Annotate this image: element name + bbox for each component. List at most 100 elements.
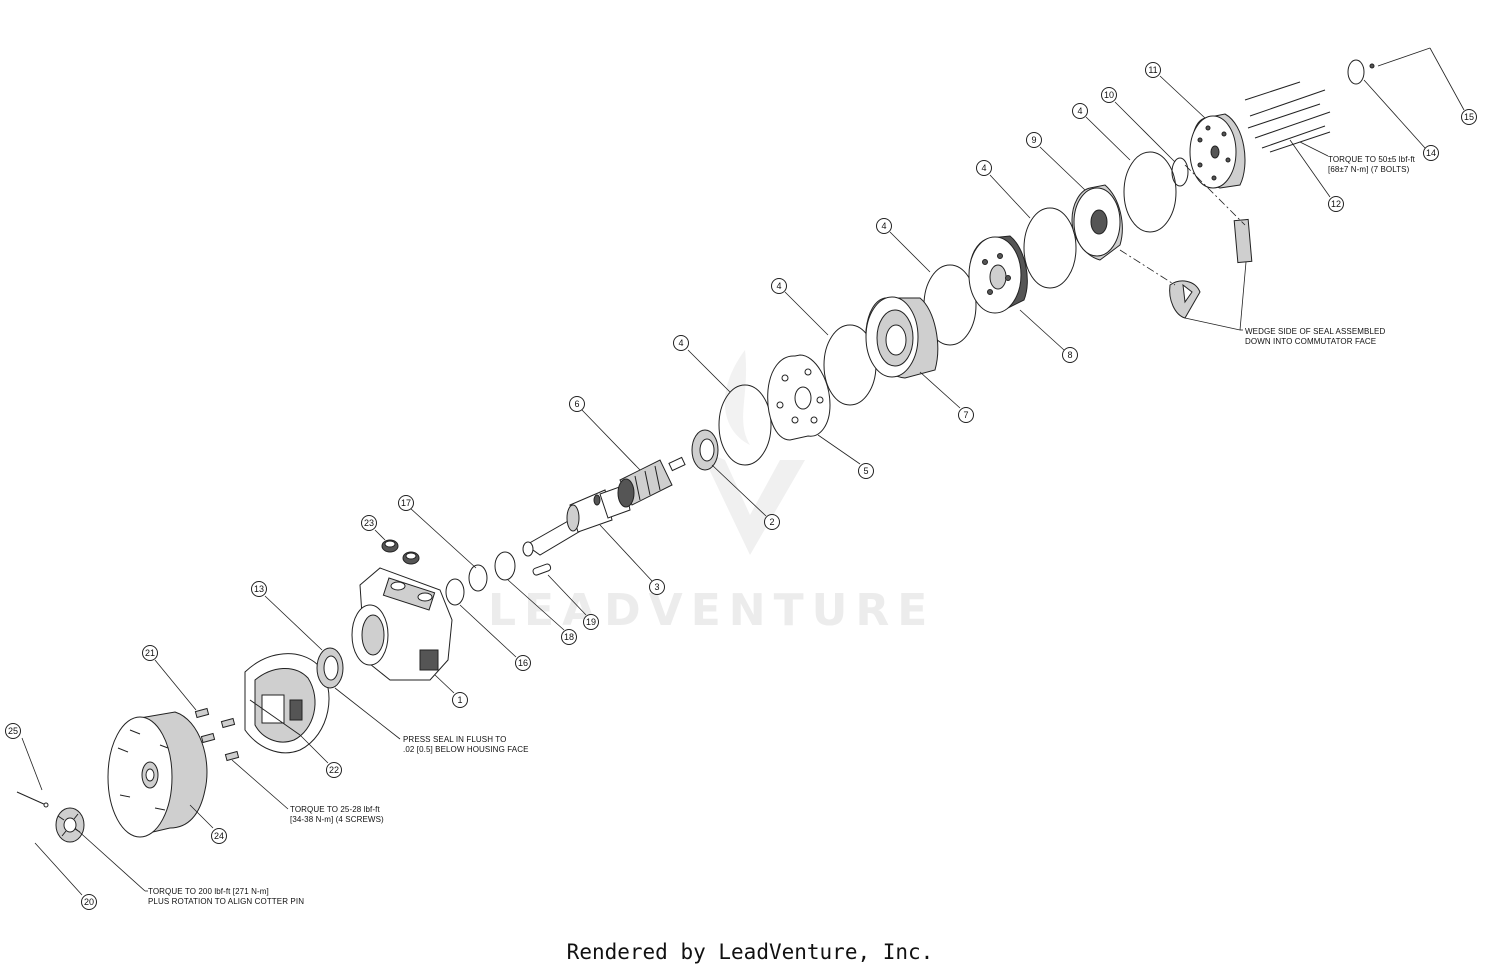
callout-11: 11	[1145, 62, 1161, 78]
callout-17: 17	[398, 495, 414, 511]
part-thrust-bearing	[691, 429, 719, 471]
callout-23: 23	[361, 515, 377, 531]
watermark-flame	[724, 350, 750, 445]
callout-3: 3	[649, 579, 665, 595]
part-wear-plate	[767, 354, 831, 441]
part-shaft-seal	[316, 647, 344, 689]
callout-21: 21	[142, 645, 158, 661]
part-bolts	[1244, 81, 1331, 153]
callout-22: 22	[326, 762, 342, 778]
note-wedge-1: WEDGE SIDE OF SEAL ASSEMBLED	[1245, 327, 1385, 336]
callout-15: 15	[1461, 109, 1477, 125]
svg-text:11: 11	[1148, 65, 1157, 75]
note-bolt-torque-2: [68±7 N-m] (7 BOLTS)	[1328, 165, 1410, 174]
svg-text:10: 10	[1104, 90, 1114, 100]
note-wedge-2: DOWN INTO COMMUTATOR FACE	[1245, 337, 1376, 346]
callout-12: 12	[1328, 196, 1344, 212]
callout-4c: 4	[876, 218, 892, 234]
svg-text:18: 18	[564, 632, 574, 642]
svg-text:20: 20	[84, 897, 94, 907]
watermark-text: LEADVENTURE	[488, 585, 935, 636]
part-screws	[194, 707, 240, 762]
callout-4d: 4	[976, 160, 992, 176]
callout-2: 2	[764, 514, 780, 530]
svg-text:4: 4	[1077, 106, 1082, 116]
svg-text:25: 25	[8, 726, 18, 736]
seal-alignment-line	[1184, 164, 1246, 226]
svg-text:17: 17	[401, 498, 411, 508]
svg-text:4: 4	[678, 338, 683, 348]
note-screw-torque-2: [34-38 N-m] (4 SCREWS)	[290, 815, 384, 824]
part-brake-housing	[244, 653, 330, 754]
svg-text:5: 5	[863, 466, 868, 476]
callout-6: 6	[569, 396, 585, 412]
svg-text:6: 6	[574, 399, 579, 409]
note-seal-2: .02 [0.5] BELOW HOUSING FACE	[403, 745, 529, 754]
svg-text:24: 24	[214, 831, 224, 841]
callout-4e: 4	[1072, 103, 1088, 119]
svg-text:9: 9	[1031, 135, 1036, 145]
svg-text:14: 14	[1426, 148, 1436, 158]
callout-4a: 4	[673, 335, 689, 351]
note-seal-1: PRESS SEAL IN FLUSH TO	[403, 735, 506, 744]
callout-4b: 4	[771, 278, 787, 294]
part-end-cap	[1189, 113, 1246, 189]
footer-credit: Rendered by LeadVenture, Inc.	[566, 940, 934, 964]
callout-16: 16	[515, 655, 531, 671]
callout-7: 7	[958, 407, 974, 423]
note-nut-torque-1: TORQUE TO 200 lbf-ft [271 N-m]	[148, 887, 269, 896]
watermark-logo	[700, 450, 805, 555]
svg-text:4: 4	[981, 163, 986, 173]
callout-18: 18	[561, 629, 577, 645]
callout-5: 5	[858, 463, 874, 479]
assembly-notes: TORQUE TO 50±5 lbf-ft [68±7 N-m] (7 BOLT…	[148, 155, 1416, 906]
svg-text:19: 19	[586, 617, 596, 627]
part-commutator	[1071, 184, 1123, 261]
svg-text:12: 12	[1331, 199, 1341, 209]
note-bolt-torque-1: TORQUE TO 50±5 lbf-ft	[1328, 155, 1416, 164]
leader-lines	[21, 47, 1465, 896]
part-commutator-seal-detail	[1169, 218, 1253, 319]
svg-text:2: 2	[769, 517, 774, 527]
part-manifold	[968, 235, 1028, 314]
callout-1: 1	[452, 692, 468, 708]
callouts: 1 2 3 4 4 4 4 4 5 6 7 8 9 10 11 12 13 14…	[5, 62, 1477, 910]
svg-text:8: 8	[1067, 350, 1072, 360]
svg-text:4: 4	[881, 221, 886, 231]
callout-24: 24	[211, 828, 227, 844]
part-output-shaft	[522, 484, 631, 557]
callout-20: 20	[81, 894, 97, 910]
part-wheel-hub	[107, 711, 208, 838]
svg-text:21: 21	[145, 648, 155, 658]
callout-13: 13	[251, 581, 267, 597]
svg-text:3: 3	[654, 582, 659, 592]
svg-text:4: 4	[776, 281, 781, 291]
callout-19: 19	[583, 614, 599, 630]
callout-9: 9	[1026, 132, 1042, 148]
part-cotter-pin	[16, 791, 49, 808]
svg-text:13: 13	[254, 584, 264, 594]
callout-25: 25	[5, 723, 21, 739]
part-seal-rings	[718, 151, 1189, 466]
note-nut-torque-2: PLUS ROTATION TO ALIGN COTTER PIN	[148, 897, 304, 906]
part-shaft-key	[532, 563, 552, 576]
svg-text:16: 16	[518, 658, 528, 668]
part-housing	[351, 567, 453, 681]
svg-text:1: 1	[457, 695, 462, 705]
svg-text:23: 23	[364, 518, 374, 528]
svg-text:22: 22	[329, 765, 339, 775]
part-orings-small	[445, 564, 488, 606]
callout-14: 14	[1423, 145, 1439, 161]
seal-alignment-line-2	[1119, 249, 1176, 286]
part-thrust-ring	[494, 551, 516, 581]
part-cap-oring	[1347, 59, 1375, 85]
svg-text:15: 15	[1464, 112, 1474, 122]
callout-8: 8	[1062, 347, 1078, 363]
callout-10: 10	[1101, 87, 1117, 103]
part-drive-link	[617, 456, 686, 508]
svg-text:7: 7	[963, 410, 968, 420]
note-screw-torque-1: TORQUE TO 25-28 lbf-ft	[290, 805, 380, 814]
part-castle-nut	[55, 807, 85, 843]
part-plugs	[381, 539, 420, 565]
